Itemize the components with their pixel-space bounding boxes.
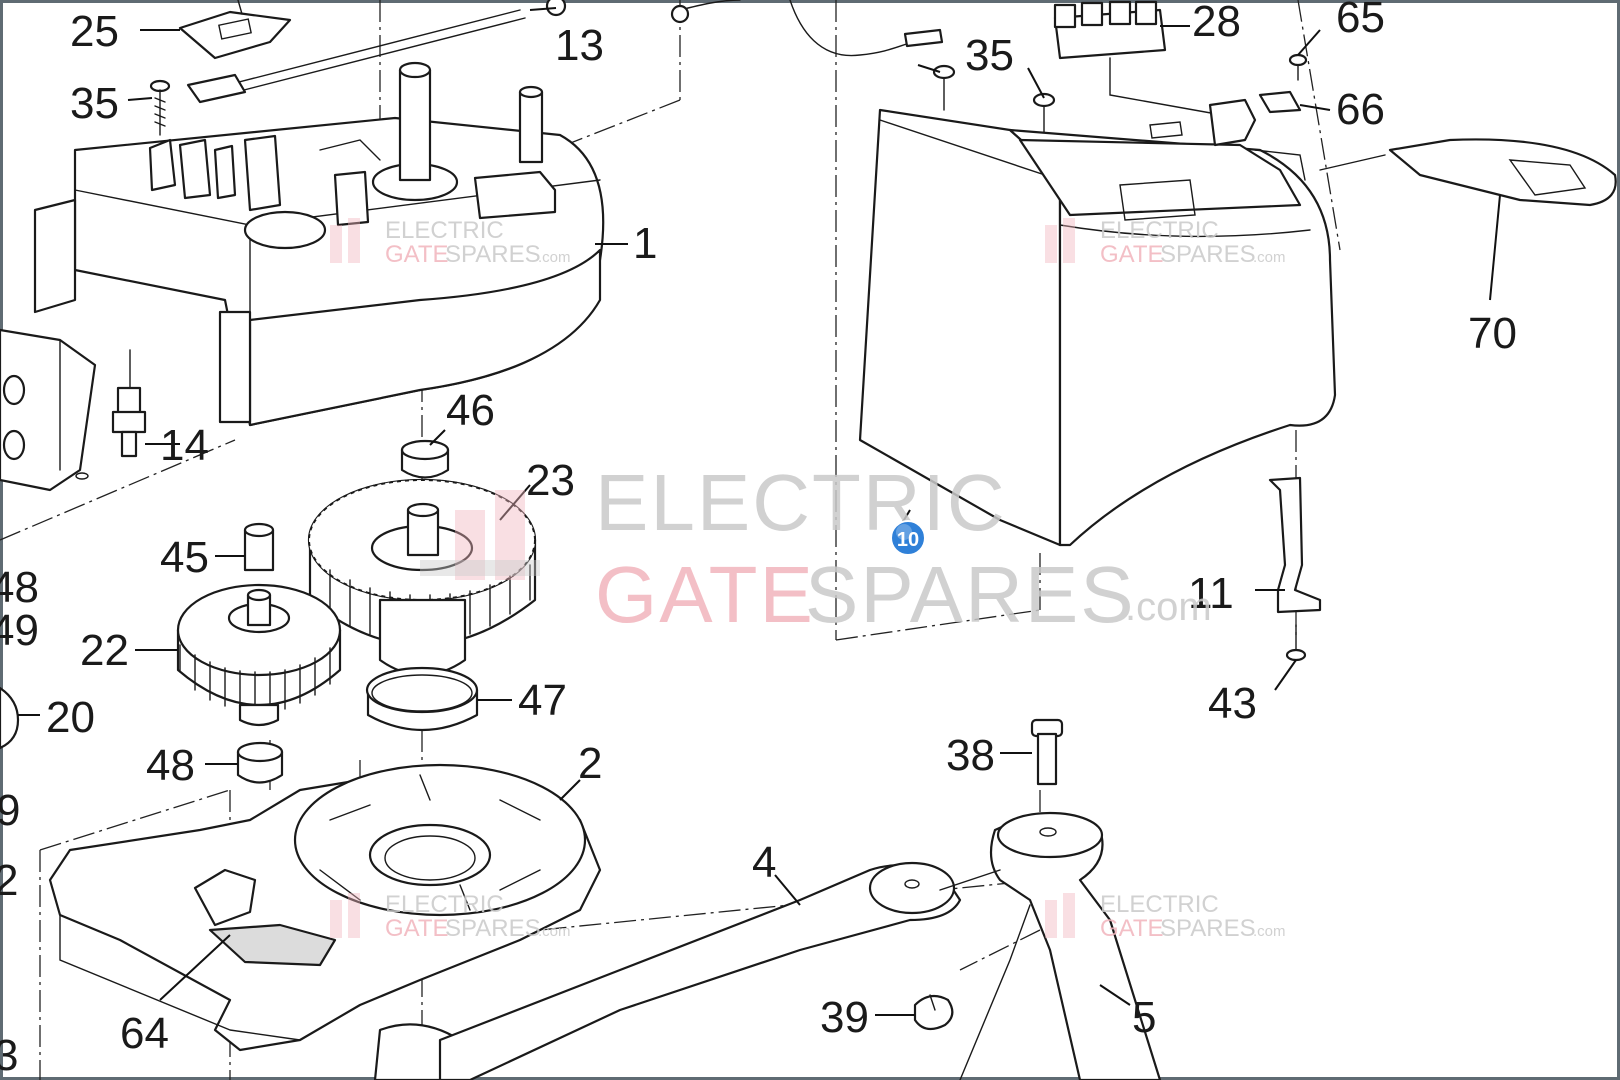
part-25-plate [178, 0, 292, 60]
hotspot-part-10[interactable]: 10 [890, 520, 926, 556]
watermark-logo-icon [420, 490, 540, 580]
part-66-clip [1258, 90, 1302, 114]
callout-70: 70 [1468, 309, 1517, 358]
callout-64: 64 [120, 1009, 169, 1058]
part-35-screw-left [149, 79, 171, 136]
callout-66: 66 [1336, 85, 1385, 134]
callout-labels: 25 13 35 1 14 46 23 45 48 49 22 20 47 48… [0, 0, 1517, 1080]
part-20 [0, 686, 20, 750]
watermark-top-right: ELECTRIC GATE SPARES .com [1045, 217, 1286, 268]
callout-9: 9 [0, 786, 20, 835]
watermark-tr-spares: SPARES [1160, 241, 1256, 268]
callout-23: 23 [526, 456, 575, 505]
part-38-pin [1030, 718, 1064, 786]
watermark-tr-suffix: .com [1253, 249, 1286, 266]
callout-4: 4 [752, 838, 776, 887]
part-23-gear [307, 478, 537, 677]
callout-47: 47 [518, 676, 567, 725]
callout-1: 1 [633, 219, 657, 268]
left-bracket [0, 328, 97, 492]
part-2-base [48, 763, 602, 1080]
callout-5: 5 [1132, 993, 1156, 1042]
callout-2: 2 [578, 739, 602, 788]
watermark-tr-gate: GATE [1100, 241, 1164, 268]
part-47-ring [365, 666, 479, 731]
watermark-top-left: ELECTRIC GATE SPARES .com [330, 217, 571, 268]
watermark-bottom-right: ELECTRIC GATE SPARES .com [1045, 891, 1286, 942]
watermark-tl-gate: GATE [385, 241, 449, 268]
watermark-br-suffix: .com [1253, 923, 1286, 940]
callout-2-edge: 2 [0, 856, 18, 905]
part-45-bushing [243, 522, 275, 572]
hotspot-label: 10 [897, 529, 919, 551]
callout-49: 49 [0, 606, 39, 655]
part-35-screws-right [932, 64, 1056, 136]
watermark-tl-line1: ELECTRIC [385, 217, 504, 244]
callout-22: 22 [80, 626, 129, 675]
part-4-arm [438, 861, 962, 1080]
part-13-cable [186, 0, 741, 104]
callout-25: 25 [70, 7, 119, 56]
part-11-bracket [1268, 476, 1322, 614]
callout-38: 38 [946, 731, 995, 780]
watermark-tr-line1: ELECTRIC [1100, 217, 1219, 244]
watermark-bl-suffix: .com [538, 923, 571, 940]
watermark-bottom-left: ELECTRIC GATE SPARES .com [330, 891, 571, 942]
watermark-br-spares: SPARES [1160, 915, 1256, 942]
watermark-tl-spares: SPARES [445, 241, 541, 268]
part-65-screw [1288, 53, 1308, 81]
watermark-line2-gate: GATE [595, 550, 815, 639]
part-39-clip [913, 994, 954, 1031]
callout-11: 11 [1188, 569, 1234, 618]
callout-39: 39 [820, 993, 869, 1042]
part-48-bushing [236, 741, 284, 784]
part-5-arm [939, 811, 1162, 1080]
part-22-gear [176, 583, 342, 727]
callout-35: 35 [70, 79, 119, 128]
callout-13: 13 [555, 21, 604, 70]
watermark-line1: ELECTRIC [595, 458, 1007, 547]
watermark-bl-line1: ELECTRIC [385, 891, 504, 918]
callout-45: 45 [160, 533, 209, 582]
watermark-bl-spares: SPARES [445, 915, 541, 942]
leader-lines [18, 7, 1501, 1016]
watermark-br-line1: ELECTRIC [1100, 891, 1219, 918]
callout-48: 48 [146, 741, 195, 790]
callout-48: 48 [0, 563, 39, 612]
callout-46: 46 [446, 386, 495, 435]
part-46-bushing [400, 439, 450, 479]
motor-cable [789, 0, 944, 57]
watermark-line2-spares: SPARES [805, 550, 1136, 639]
watermark-suffix: .com [1125, 585, 1212, 629]
part-10-cover [858, 98, 1337, 547]
part-43-screw [1285, 624, 1307, 662]
part-28-terminal [1053, 0, 1251, 121]
callout-3: 3 [0, 1031, 18, 1080]
watermark-tl-suffix: .com [538, 249, 571, 266]
watermark-center: ELECTRIC GATE SPARES .com [420, 458, 1212, 639]
callout-20: 20 [46, 693, 95, 742]
callout-35: 35 [965, 31, 1014, 80]
watermark-br-gate: GATE [1100, 915, 1164, 942]
part-70-lid [1319, 138, 1617, 207]
part-1-housing [33, 61, 605, 427]
watermark-bl-gate: GATE [385, 915, 449, 942]
callout-65: 65 [1336, 0, 1385, 42]
callout-28: 28 [1192, 0, 1241, 46]
part-14-pin [111, 349, 147, 458]
callout-43: 43 [1208, 679, 1257, 728]
callout-14: 14 [160, 421, 209, 470]
